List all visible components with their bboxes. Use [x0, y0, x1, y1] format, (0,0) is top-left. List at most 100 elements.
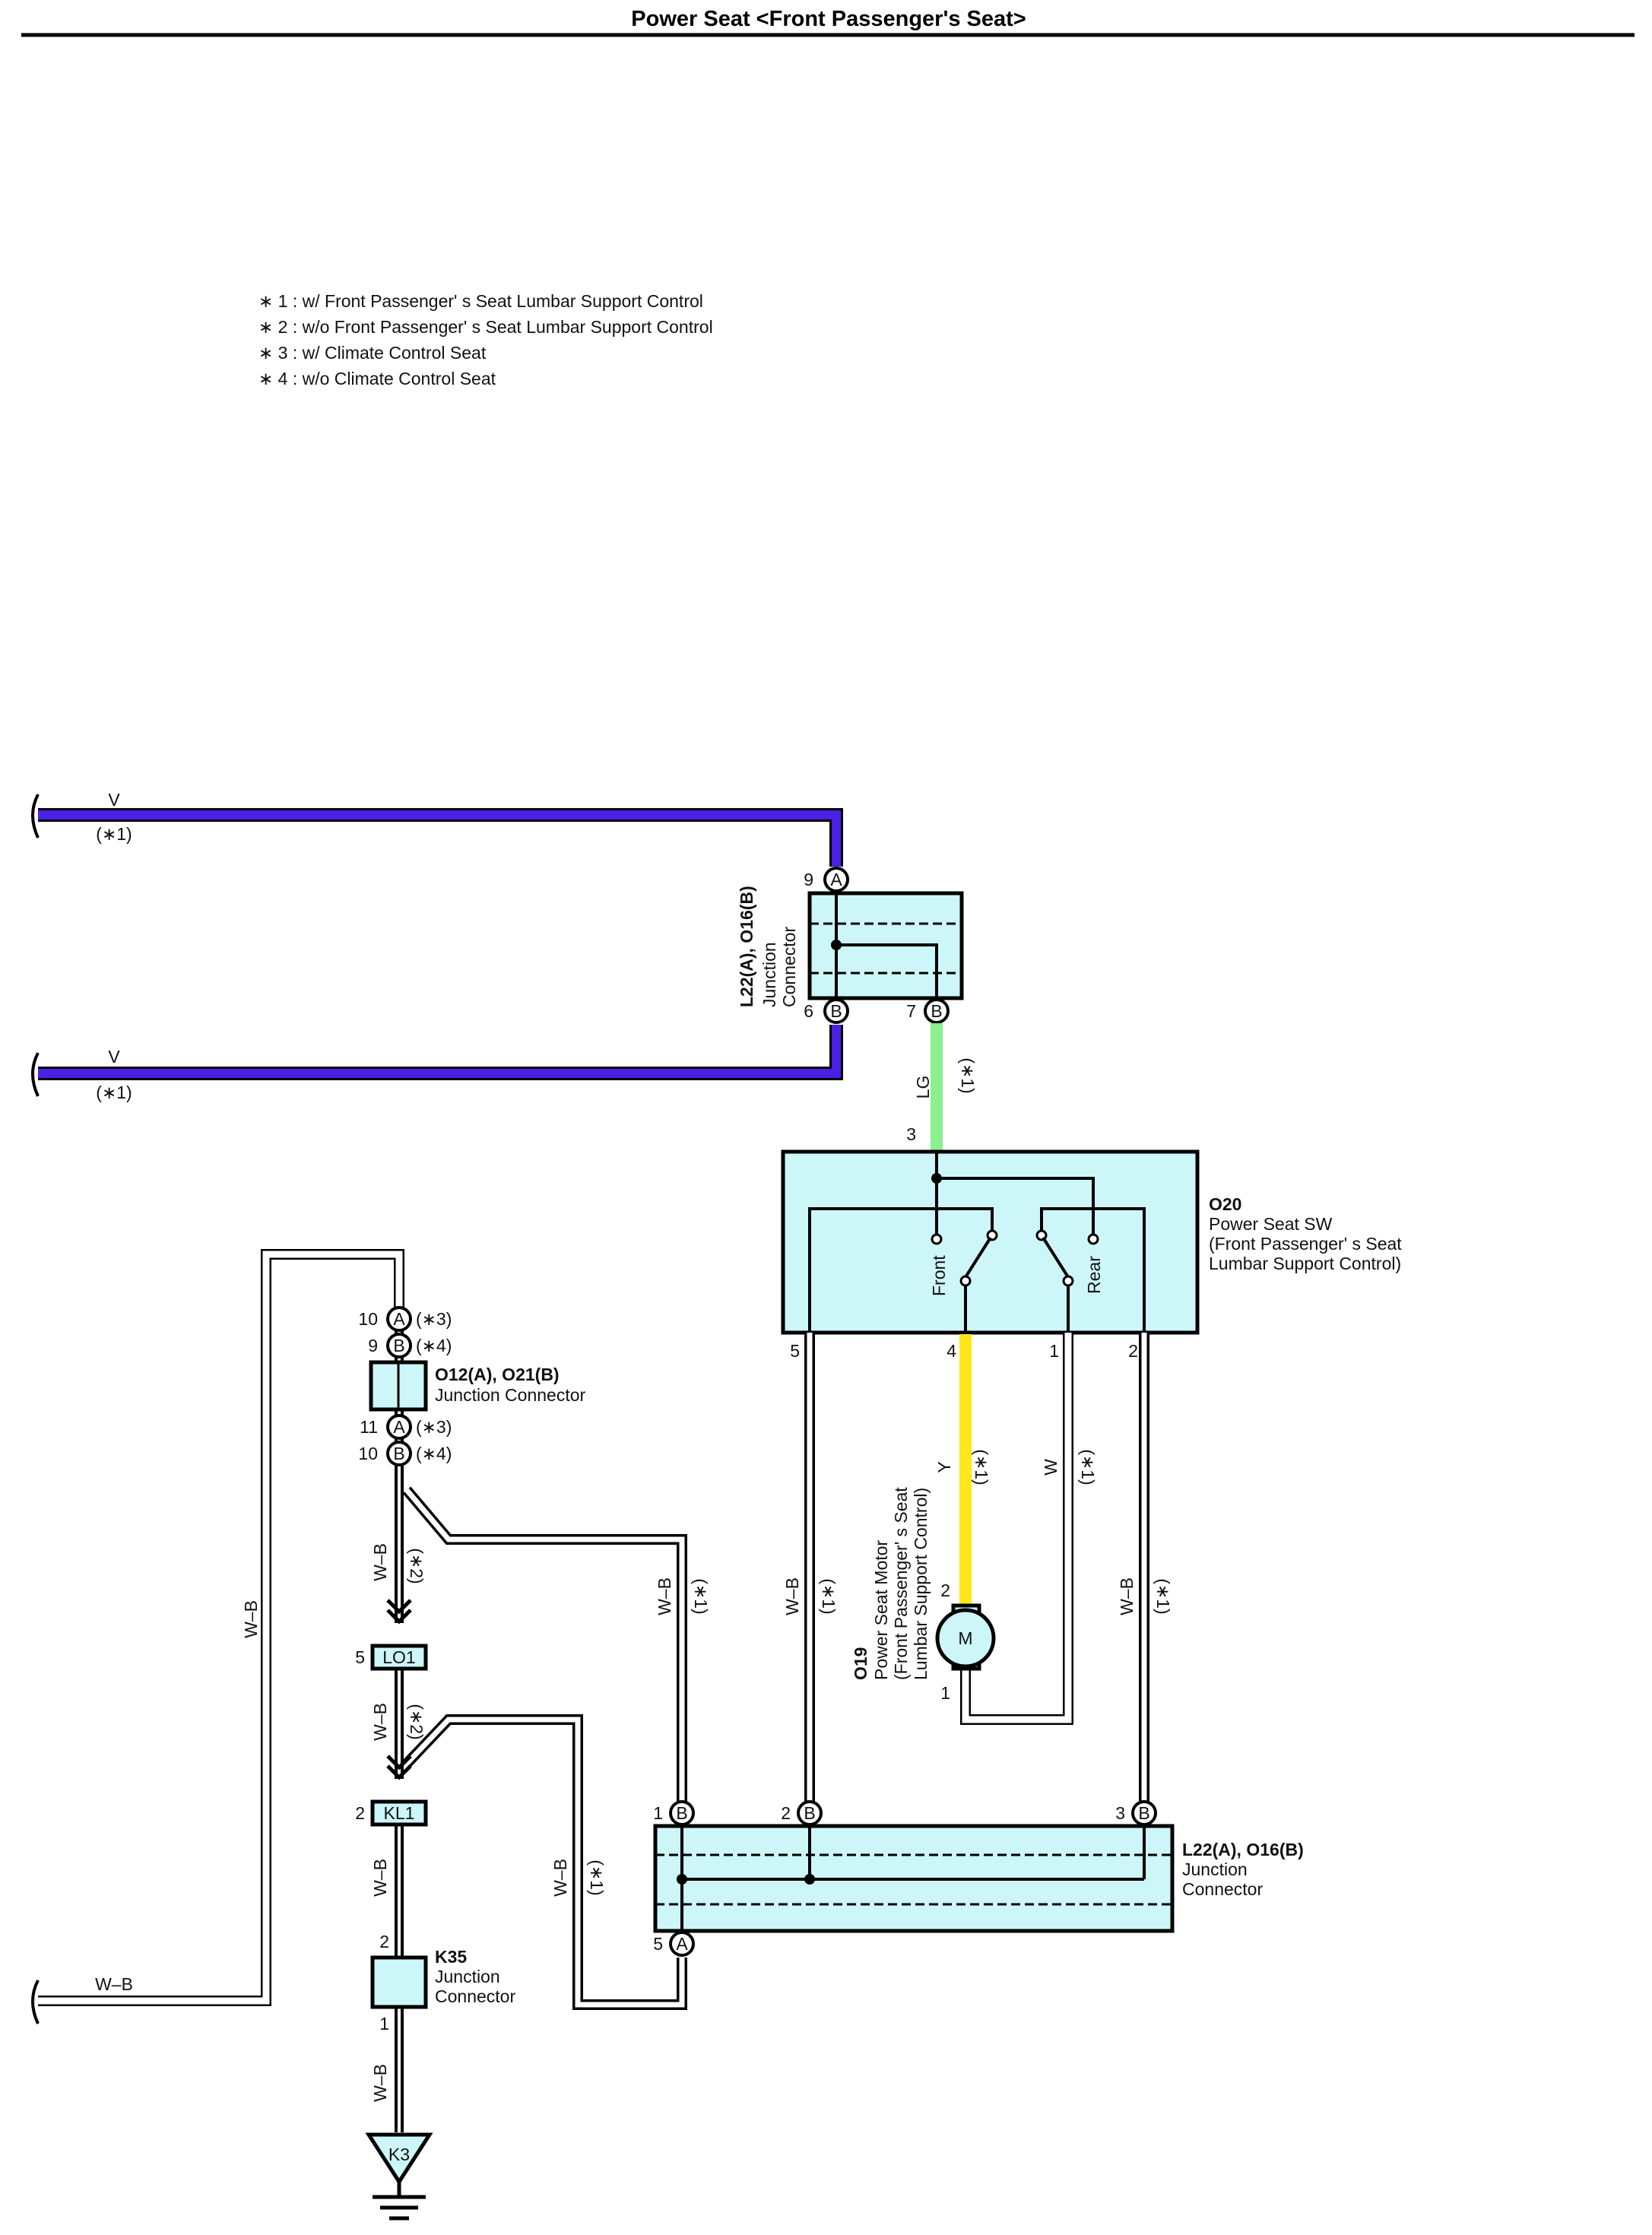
wire-label-wb: W–B	[95, 1974, 133, 1994]
wire-note-v-top: (∗1)	[96, 824, 132, 844]
pin-number: 2	[781, 1803, 791, 1823]
wire-label-wb: W–B	[1117, 1577, 1137, 1615]
svg-text:(Front Passenger' s Seat: (Front Passenger' s Seat	[1209, 1234, 1402, 1254]
power-seat-switch	[781, 1149, 1200, 1335]
pin-number: 11	[360, 1417, 378, 1437]
pin-letter: B	[830, 1001, 842, 1021]
note-3: ∗ 3 : w/ Climate Control Seat	[258, 343, 487, 363]
wire-note-wb: (∗2)	[407, 1704, 426, 1739]
note-4: ∗ 4 : w/o Climate Control Seat	[258, 369, 496, 388]
junction-connector-k35	[370, 1955, 428, 2009]
pin-circle	[386, 1441, 412, 1466]
connector-arrow	[386, 1609, 412, 1625]
pin-circle	[924, 998, 950, 1024]
pin-number: 7	[906, 1001, 916, 1021]
pin-number: 5	[355, 1647, 365, 1667]
o12-name: Junction Connector	[435, 1385, 586, 1405]
wire-label-wb: W–B	[370, 1859, 390, 1897]
pin-letter: B	[393, 1444, 404, 1463]
wire-label-wb: W–B	[370, 1703, 390, 1741]
pin-number: 4	[946, 1341, 956, 1361]
svg-text:Lumbar Support Control): Lumbar Support Control)	[1209, 1254, 1401, 1273]
junction-connector-bottom	[653, 1817, 1175, 1946]
violet-wires	[38, 808, 843, 1080]
pin-circle	[823, 998, 849, 1024]
connector-lo1	[370, 1644, 428, 1671]
wire-note-w: (∗1)	[1078, 1449, 1098, 1485]
svg-text:Power Seat SW: Power Seat SW	[1209, 1214, 1333, 1234]
wire-label-wb: W–B	[655, 1577, 674, 1615]
ground-icon	[365, 2132, 433, 2221]
pin-circle	[823, 867, 849, 892]
wire-w	[962, 1333, 1072, 1723]
pin-number: 1	[653, 1803, 663, 1823]
svg-text:K35: K35	[435, 1947, 467, 1967]
pin-letter: A	[676, 1934, 688, 1954]
wire-label-y: Y	[934, 1461, 954, 1473]
pin-letter: A	[393, 1309, 405, 1329]
wire-note-wb: (∗1)	[1153, 1578, 1173, 1614]
connector-kl1	[370, 1799, 428, 1827]
note-2: ∗ 2 : w/o Front Passenger' s Seat Lumbar…	[258, 317, 713, 337]
wire-break-mark	[31, 794, 40, 839]
svg-text:(Front Passenger' s Seat: (Front Passenger' s Seat	[891, 1487, 911, 1680]
pin-note: (∗3)	[416, 1417, 452, 1437]
connector-kl1-label: KL1	[384, 1803, 415, 1823]
pin-number: 2	[1128, 1341, 1138, 1361]
wire-break-mark	[31, 1980, 40, 2024]
o19-label: O19 Power Seat Motor (Front Passenger' s…	[851, 1487, 931, 1680]
wire-label-wb: W–B	[370, 1543, 390, 1581]
svg-text:Junction: Junction	[435, 1967, 500, 1986]
svg-text:Junction: Junction	[1182, 1859, 1248, 1879]
svg-text:O20: O20	[1209, 1194, 1241, 1214]
pin-circle	[797, 1800, 823, 1826]
pin-letter: B	[804, 1803, 815, 1823]
wire-note-wb: (∗2)	[407, 1548, 426, 1584]
pin-circle	[386, 1414, 412, 1440]
svg-text:Connector: Connector	[435, 1986, 515, 2006]
wire-label-v-top: V	[108, 790, 120, 810]
pin-circle	[386, 1306, 412, 1332]
wire-label-wb: W–B	[370, 2064, 390, 2102]
svg-text:Junction: Junction	[759, 942, 779, 1007]
wire-label-wb: W–B	[782, 1577, 802, 1615]
svg-text:Lumbar Support Control): Lumbar Support Control)	[911, 1488, 931, 1680]
pin-letter: B	[393, 1336, 404, 1355]
pin-number: 1	[1049, 1341, 1059, 1361]
wire-label-lg: LG	[913, 1076, 933, 1099]
switch-front-label: Front	[929, 1255, 949, 1296]
pin-circle	[386, 1333, 412, 1358]
legend-notes: ∗ 1 : w/ Front Passenger' s Seat Lumbar …	[258, 291, 713, 388]
pin-number: 10	[358, 1309, 378, 1329]
connector-arrow	[386, 1599, 412, 1615]
pin-letter: A	[393, 1417, 405, 1437]
wire-note-v-bottom: (∗1)	[96, 1083, 132, 1102]
ground-k3-label: K3	[388, 2145, 410, 2164]
connector-lo1-label: LO1	[382, 1647, 415, 1667]
svg-text:Connector: Connector	[1182, 1879, 1263, 1899]
svg-text:O19: O19	[851, 1647, 870, 1680]
pin-number: 2	[379, 1932, 389, 1951]
pin-circle	[669, 1931, 695, 1957]
jc-bottom-label: L22(A), O16(B) Junction Connector	[1182, 1840, 1304, 1899]
wire-note-lg: (∗1)	[958, 1057, 978, 1093]
wire-label-w: W	[1041, 1459, 1061, 1476]
pin-letter: B	[931, 1001, 942, 1021]
switch-rear-label: Rear	[1084, 1256, 1104, 1294]
wire-note-wb: (∗1)	[587, 1859, 607, 1895]
pin-letter: B	[676, 1803, 687, 1823]
pin-number: 3	[906, 1124, 916, 1144]
pin-number: 10	[358, 1444, 378, 1463]
pin-note: (∗3)	[416, 1309, 452, 1329]
k35-label: K35 Junction Connector	[435, 1947, 515, 2006]
pin-number: 5	[790, 1341, 800, 1361]
svg-text:L22(A), O16(B): L22(A), O16(B)	[737, 886, 756, 1007]
pin-number: 9	[804, 870, 813, 889]
wire-note-y: (∗1)	[972, 1449, 991, 1485]
pin-number: 6	[804, 1001, 813, 1021]
wire-note-wb: (∗1)	[819, 1578, 839, 1614]
pin-number: 1	[379, 2014, 389, 2034]
wire-break-mark	[31, 1052, 40, 1097]
jc-top-label: L22(A), O16(B) Junction Connector	[737, 886, 799, 1007]
svg-text:Power Seat Motor: Power Seat Motor	[871, 1540, 891, 1680]
